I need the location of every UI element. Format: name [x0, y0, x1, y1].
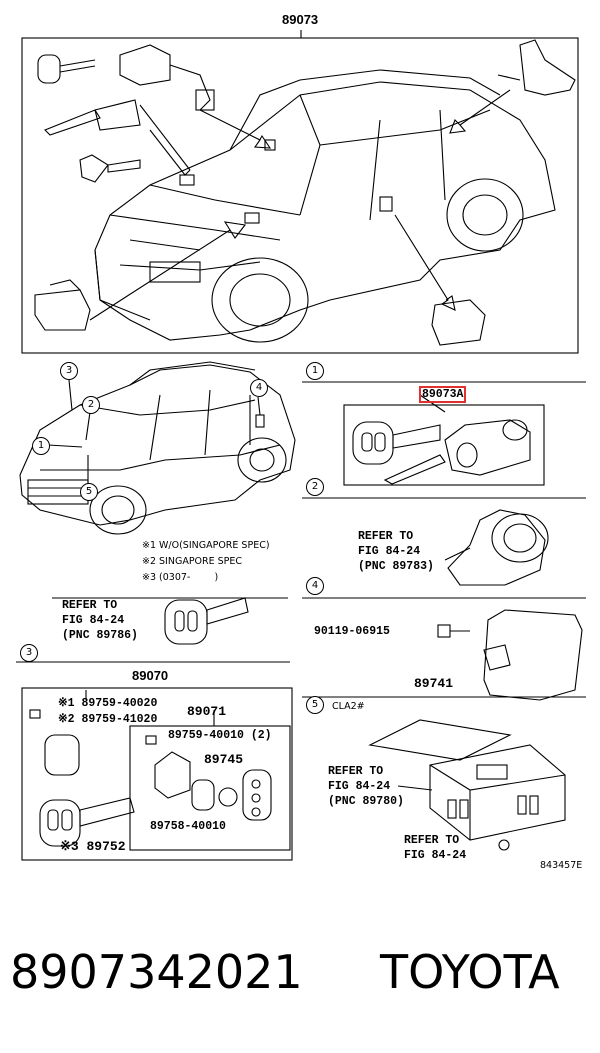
part-89759-40010[interactable]: 89759-40010 (2) — [168, 729, 272, 742]
sec5-tag: CLA2# — [332, 701, 365, 712]
section-mark-4: 4 — [306, 577, 324, 595]
left-pnc: (PNC 89786) — [62, 629, 138, 642]
sec5-refer-b: REFER TO — [404, 834, 460, 847]
part-89070[interactable]: 89070 — [132, 668, 169, 683]
sec5-refer-a: REFER TO — [328, 765, 384, 778]
part-89752[interactable]: ※3 89752 — [60, 839, 126, 854]
sec2-pnc: (PNC 89783) — [358, 560, 434, 573]
vehicle-callout-1: 1 — [32, 437, 50, 455]
note-3: ※3 (0307- ) — [142, 572, 219, 583]
part-89759-41020[interactable]: ※2 89759-41020 — [58, 713, 158, 726]
vehicle-callout-4: 4 — [250, 379, 268, 397]
sec2-fig[interactable]: FIG 84-24 — [358, 545, 421, 558]
part-89741[interactable]: 89741 — [414, 676, 454, 691]
vehicle-callout-3: 3 — [60, 362, 78, 380]
part-89745[interactable]: 89745 — [204, 752, 244, 767]
note-1: ※1 W/O(SINGAPORE SPEC) — [142, 540, 270, 551]
section-mark-2: 2 — [306, 478, 324, 496]
part-89073a[interactable]: 89073A — [419, 386, 467, 403]
footer-brand: TOYOTA — [380, 945, 560, 999]
section-mark-3: 3 — [20, 644, 38, 662]
section-mark-1: 1 — [306, 362, 324, 380]
part-89071[interactable]: 89071 — [187, 704, 227, 719]
diagram-code: 843457E — [540, 860, 583, 871]
sec2-refer: REFER TO — [358, 530, 414, 543]
part-90119-06915[interactable]: 90119-06915 — [314, 625, 390, 638]
note-2: ※2 SINGAPORE SPEC — [142, 556, 243, 567]
left-refer: REFER TO — [62, 599, 118, 612]
sec5-pnc-a: (PNC 89780) — [328, 795, 404, 808]
section-mark-5: 5 — [306, 696, 324, 714]
footer-part-number: 8907342021 — [10, 945, 303, 999]
sec5-fig-b[interactable]: FIG 84-24 — [404, 849, 467, 862]
vehicle-callout-5: 5 — [80, 483, 98, 501]
part-89759-40020[interactable]: ※1 89759-40020 — [58, 697, 158, 710]
left-fig[interactable]: FIG 84-24 — [62, 614, 125, 627]
part-89758-40010[interactable]: 89758-40010 — [150, 820, 226, 833]
top-part-number: 89073 — [282, 12, 319, 27]
sec5-fig-a[interactable]: FIG 84-24 — [328, 780, 391, 793]
vehicle-callout-2: 2 — [82, 396, 100, 414]
